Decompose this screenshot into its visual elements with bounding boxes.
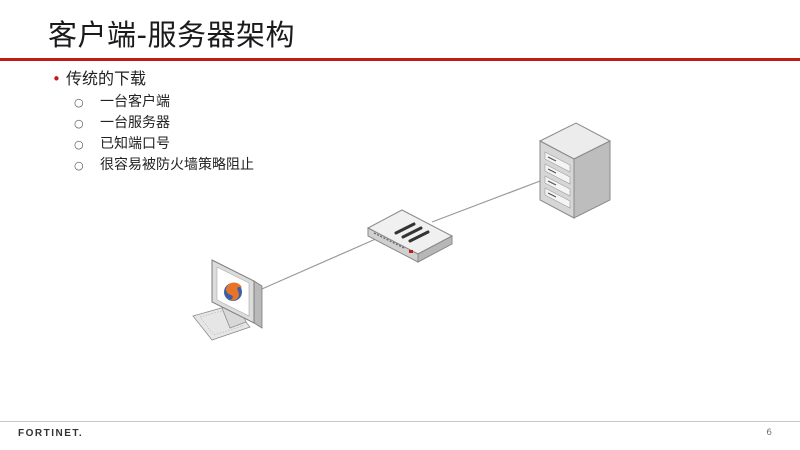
title-underline (0, 58, 800, 61)
circle-bullet-icon: ○ (74, 117, 84, 130)
subbullet-item: ○ 一台服务器 (74, 113, 254, 134)
subbullet-item: ○ 已知端口号 (74, 134, 254, 155)
subbullet-text: 很容易被防火墙策略阻止 (100, 157, 254, 173)
page-number: 6 (766, 428, 772, 438)
circle-bullet-icon: ○ (74, 96, 84, 109)
desktop-computer-firefox-icon (192, 259, 263, 341)
bullet-list: • 传统的下载 ○ 一台客户端 ○ 一台服务器 ○ 已知端口号 ○ 很容易被防火墙策略阻… (52, 66, 254, 176)
connection-line (254, 237, 379, 293)
bullet-text: 传统的下载 (66, 69, 147, 88)
subbullet-list: ○ 一台客户端 ○ 一台服务器 ○ 已知端口号 ○ 很容易被防火墙策略阻止 (52, 92, 254, 176)
circle-bullet-icon: ○ (74, 138, 84, 151)
subbullet-item: ○ 很容易被防火墙策略阻止 (74, 155, 254, 176)
fortinet-logo: FORTINET. (18, 428, 84, 439)
subbullet-text: 一台客户端 (100, 94, 170, 110)
bullet-item: • 传统的下载 (52, 66, 254, 92)
subbullet-text: 一台服务器 (100, 115, 170, 131)
subbullet-text: 已知端口号 (100, 136, 170, 152)
firewall-appliance-icon (366, 209, 454, 263)
connection-line (431, 177, 549, 223)
slide-title: 客户端-服务器架构 (48, 18, 295, 52)
bullet-dot-icon: • (52, 70, 61, 88)
server-tower-icon (538, 122, 612, 219)
circle-bullet-icon: ○ (74, 159, 84, 172)
subbullet-item: ○ 一台客户端 (74, 92, 254, 113)
footer-divider (0, 421, 800, 422)
